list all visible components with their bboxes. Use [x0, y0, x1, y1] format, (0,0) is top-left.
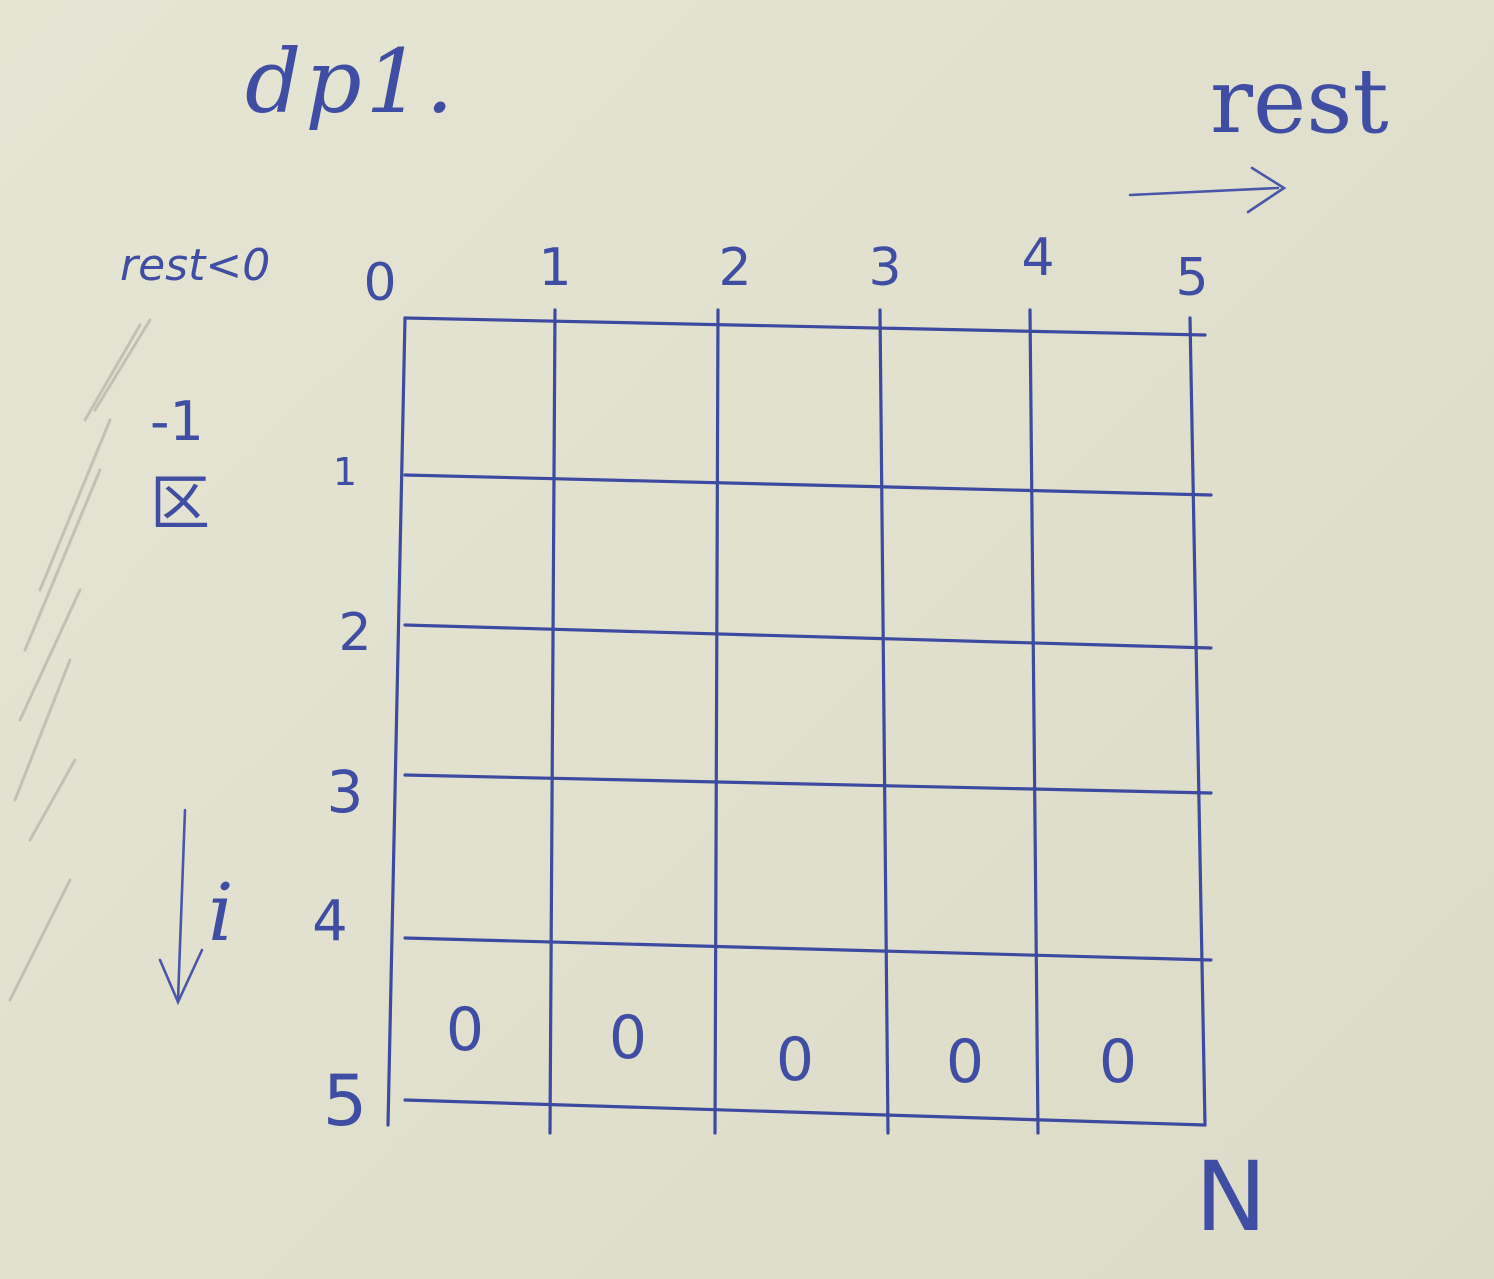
grid-row-line	[403, 1098, 1207, 1127]
pencil-marks	[8, 318, 152, 1002]
cell-value-zero: 0	[946, 1027, 984, 1097]
cell-value-zero: 0	[1099, 1027, 1137, 1097]
arrow-right-icon	[1128, 166, 1287, 214]
column-index-label: 2	[718, 238, 751, 298]
corner-label-n: N	[1195, 1141, 1267, 1253]
row-index-labels: 1 2 3 4 5	[312, 450, 371, 1142]
row-index-label: 1	[333, 450, 357, 494]
condition-value: -1	[150, 390, 204, 453]
grid-column-line	[878, 308, 890, 1135]
dp-table-grid	[386, 308, 1213, 1135]
arrow-down-icon	[158, 808, 204, 1006]
last-row-values: 0 0 0 0 0	[446, 995, 1137, 1097]
row-index-label: 3	[327, 758, 364, 826]
condition-label: rest<0	[120, 240, 270, 291]
axis-label-rest: rest	[1210, 49, 1389, 154]
cell-value-zero: 0	[609, 1003, 647, 1073]
grid-row-line	[403, 623, 1213, 650]
column-index-label: 5	[1175, 248, 1208, 308]
page-title: dp1.	[245, 30, 458, 133]
grid-column-line	[1028, 308, 1040, 1135]
grid-column-line	[386, 316, 407, 1127]
column-index-labels: 0 1 2 3 4 5	[363, 228, 1208, 313]
column-index-label: 3	[868, 238, 901, 298]
grid-column-line	[713, 308, 720, 1135]
grid-row-line	[403, 773, 1213, 795]
grid-column-line	[1188, 316, 1207, 1127]
grid-row-line	[403, 936, 1213, 962]
grid-column-line	[548, 308, 557, 1135]
cell-value-zero: 0	[776, 1025, 814, 1095]
column-index-label: 1	[538, 238, 571, 298]
column-index-label: 4	[1021, 228, 1054, 288]
column-index-label: 0	[363, 253, 396, 313]
grid-row-line	[403, 473, 1213, 497]
row-index-label: 4	[312, 889, 348, 954]
grid-row-line	[403, 316, 1207, 337]
row-index-label: 2	[338, 603, 371, 663]
row-variable-label: i	[208, 866, 234, 959]
condition-box-glyph: 区	[150, 469, 210, 539]
row-index-label: 5	[323, 1060, 368, 1142]
cell-value-zero: 0	[446, 995, 484, 1065]
